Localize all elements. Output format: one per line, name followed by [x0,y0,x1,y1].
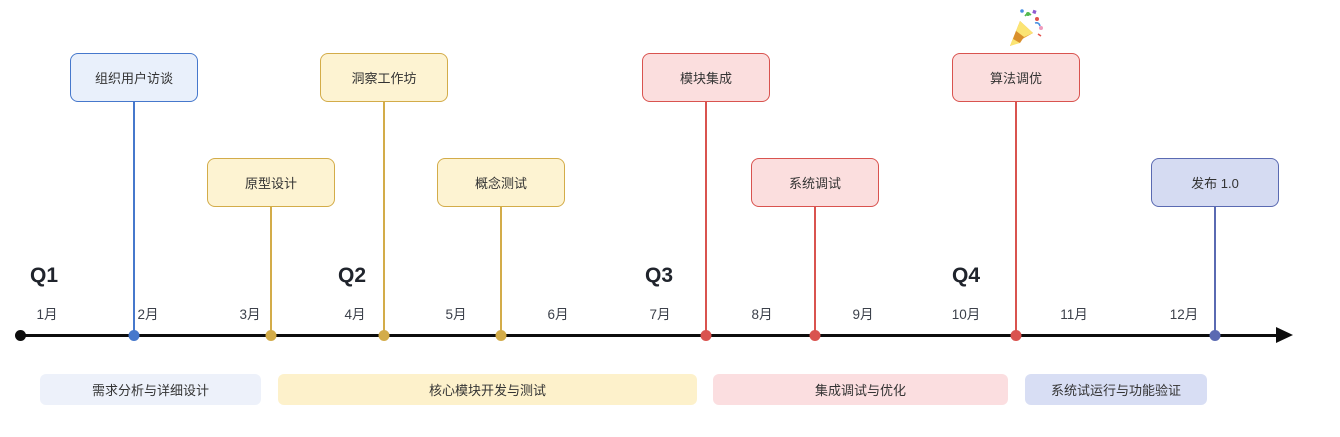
milestone-dot [1209,330,1221,341]
milestone-stem [270,205,272,336]
milestone-dot [265,330,277,341]
milestone-dot [378,330,390,341]
phase-bar: 核心模块开发与测试 [278,374,697,405]
milestone-stem [814,205,816,336]
milestone-box: 洞察工作坊 [320,53,448,102]
month-label: 12月 [1169,307,1199,322]
month-label: 9月 [852,307,874,322]
milestone-box: 算法调优 [952,53,1080,102]
milestone-box: 原型设计 [207,158,335,207]
milestone-stem [383,100,385,336]
milestone-box: 概念测试 [437,158,565,207]
quarter-label: Q4 [951,264,981,287]
milestone-box: 系统调试 [751,158,879,207]
milestone-dot [128,330,140,341]
phase-bar: 集成调试与优化 [713,374,1008,405]
month-label: 3月 [239,307,261,322]
month-label: 2月 [137,307,159,322]
milestone-stem [1214,205,1216,336]
milestone-stem [705,100,707,336]
month-label: 1月 [36,307,58,322]
milestone-dot [809,330,821,341]
axis-arrow-icon [1276,327,1293,343]
timeline-axis [20,334,1280,337]
month-label: 4月 [344,307,366,322]
milestone-stem [500,205,502,336]
month-label: 7月 [649,307,671,322]
party-popper-icon [1010,9,1043,46]
milestone-stem [1015,100,1017,336]
milestone-box: 发布 1.0 [1151,158,1279,207]
milestone-box: 模块集成 [642,53,770,102]
quarter-label: Q1 [29,264,59,287]
month-label: 5月 [445,307,467,322]
phase-bar: 系统试运行与功能验证 [1025,374,1207,405]
milestone-dot [1010,330,1022,341]
month-label: 11月 [1060,307,1088,322]
milestone-dot [700,330,712,341]
milestone-box: 组织用户访谈 [70,53,198,102]
axis-start-dot [15,330,26,341]
quarter-label: Q2 [337,264,367,287]
month-label: 8月 [751,307,773,322]
milestone-dot [495,330,507,341]
milestone-stem [133,100,135,336]
month-label: 6月 [547,307,569,322]
phase-bar: 需求分析与详细设计 [40,374,261,405]
quarter-label: Q3 [644,264,674,287]
month-label: 10月 [951,307,981,322]
